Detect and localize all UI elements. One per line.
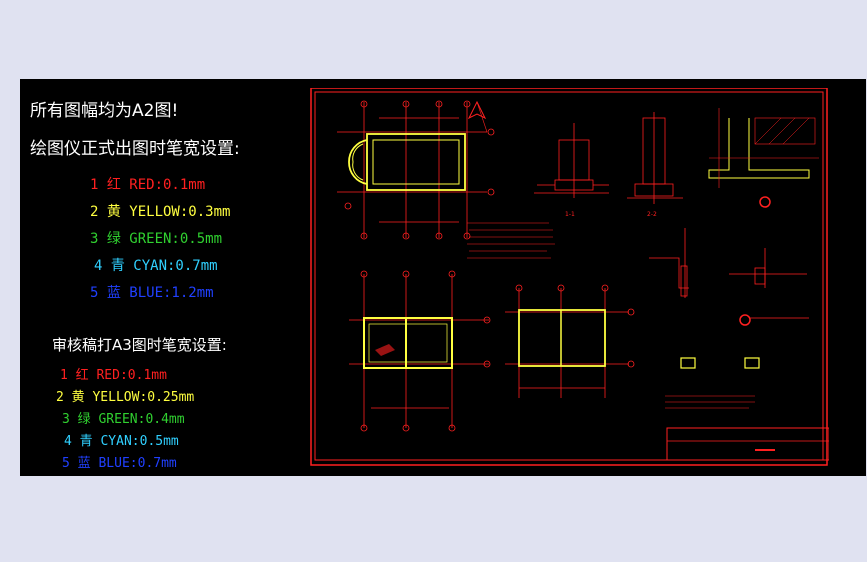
- a2-pen-green: 3 绿 GREEN:0.5mm: [90, 231, 223, 247]
- a3-pen-red: 1 红 RED:0.1mm: [60, 368, 167, 383]
- section-1-1: [534, 123, 609, 198]
- cad-model-space[interactable]: 所有图幅均为A2图! 绘图仪正式出图时笔宽设置: 1 红 RED:0.1mm 2…: [20, 79, 866, 476]
- a3-pen-yellow: 2 黄 YELLOW:0.25mm: [56, 390, 195, 405]
- plan-view-b: [349, 270, 491, 432]
- wall-detail: [708, 108, 819, 188]
- north-arrow: [467, 100, 487, 120]
- hatch-symbol: [375, 344, 395, 356]
- detail-cluster: [649, 228, 809, 319]
- cad-drawing-sheet[interactable]: 1-1 2-2: [309, 88, 829, 468]
- note-a3-pen-settings: 审核稿打A3图时笔宽设置:: [52, 336, 227, 354]
- a3-pen-cyan: 4 青 CYAN:0.5mm: [64, 434, 179, 449]
- note-plotter-pen-settings: 绘图仪正式出图时笔宽设置:: [30, 139, 240, 159]
- a2-pen-yellow: 2 黄 YELLOW:0.3mm: [90, 204, 231, 220]
- a3-pen-blue: 5 蓝 BLUE:0.7mm: [62, 456, 177, 471]
- a2-pen-red: 1 红 RED:0.1mm: [90, 177, 206, 193]
- a3-pen-green: 3 绿 GREEN:0.4mm: [62, 412, 185, 427]
- detail-marker-2: [739, 314, 751, 326]
- section-label-1-1: 1-1: [565, 211, 575, 218]
- a2-pen-blue: 5 蓝 BLUE:1.2mm: [90, 285, 214, 301]
- plan-view-c: [505, 284, 635, 398]
- a2-pen-cyan: 4 青 CYAN:0.7mm: [94, 258, 218, 274]
- detail-marker-1: [759, 196, 771, 208]
- section-2-2: [627, 112, 683, 204]
- section-label-2-2: 2-2: [647, 211, 657, 218]
- title-block: [666, 427, 829, 461]
- detail-box-2: [744, 357, 760, 369]
- sheet-inner-border: [314, 91, 824, 461]
- detail-box-1: [680, 357, 696, 369]
- note-paper-size: 所有图幅均为A2图!: [30, 101, 179, 121]
- plan-view-a: [337, 100, 495, 240]
- sheet-outer-border: [310, 88, 828, 466]
